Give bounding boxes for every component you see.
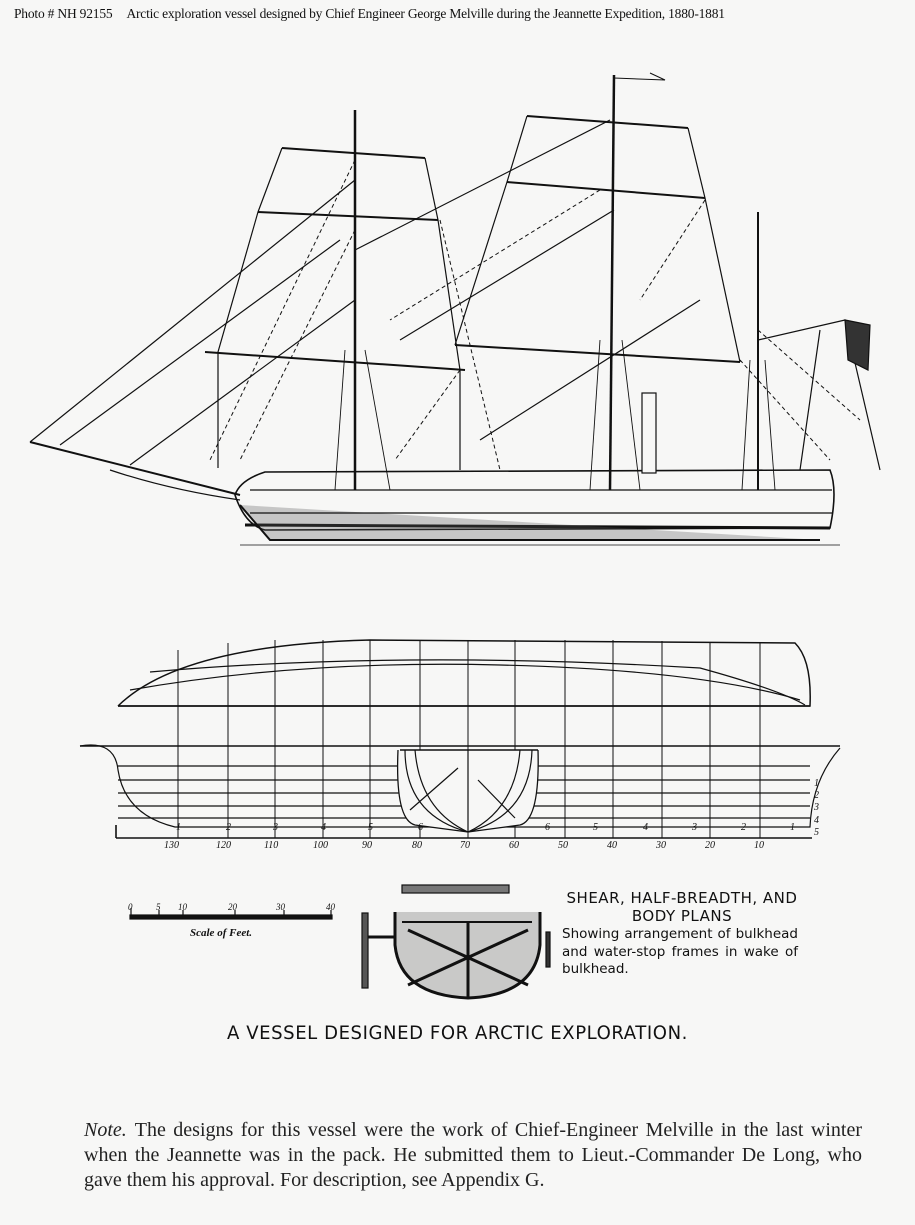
- station-number: 2: [741, 822, 746, 833]
- station-number: 4: [643, 822, 648, 833]
- note-lead: Note.: [84, 1119, 127, 1141]
- frame-number: 60: [509, 840, 519, 851]
- scale-tick: 20: [228, 902, 238, 912]
- photo-header: Photo # NH 92155 Arctic exploration vesse…: [14, 6, 739, 22]
- frame-number: 20: [705, 840, 715, 851]
- scale-label: Scale of Feet.: [190, 927, 253, 939]
- frame-number: 100: [313, 840, 328, 851]
- station-number: 3: [272, 822, 278, 833]
- frame-number: 50: [558, 840, 568, 851]
- station-number: 6: [418, 822, 423, 833]
- photo-description: Arctic exploration vessel designed by Ch…: [126, 6, 725, 21]
- scale-tick: 40: [326, 902, 336, 912]
- station-number: 5: [368, 822, 373, 833]
- figure-caption: A VESSEL DESIGNED FOR ARCTIC EXPLORATION…: [227, 1022, 688, 1044]
- frame-number: 110: [264, 840, 278, 851]
- waterline-number: 1: [814, 778, 819, 789]
- waterline-number: 4: [814, 815, 819, 826]
- plan-description: Showing arrangement of bulkhead and wate…: [562, 926, 798, 977]
- frame-number: 130: [164, 840, 179, 851]
- bulkhead-section-illustration: [361, 884, 551, 1000]
- plan-title: SHEAR, HALF-BREADTH, AND BODY PLANS: [566, 889, 798, 925]
- station-number: 4: [321, 822, 326, 833]
- scale-tick: 5: [156, 902, 161, 912]
- scale-tick: 30: [275, 902, 286, 912]
- station-number: 5: [593, 822, 598, 833]
- shear-half-breadth-plan: [79, 639, 841, 839]
- note-paragraph: Note.The designs for this vessel were th…: [84, 1118, 862, 1193]
- waterline-number: 5: [814, 827, 819, 838]
- scale-tick: 10: [178, 902, 188, 912]
- frame-number: 70: [460, 840, 470, 851]
- scale-bar: 0 5 10 20 30 40: [128, 902, 336, 920]
- station-number: 6: [545, 822, 550, 833]
- photo-id: Photo # NH 92155: [14, 6, 113, 21]
- ship-elevation-illustration: [29, 72, 881, 546]
- note-text: The designs for this vessel were the wor…: [84, 1119, 862, 1191]
- scale-tick: 0: [128, 902, 133, 912]
- station-number: 1: [176, 822, 181, 833]
- waterline-number: 3: [813, 802, 819, 813]
- waterline-number: 2: [814, 790, 819, 801]
- station-number: 2: [226, 822, 231, 833]
- station-number: 3: [691, 822, 697, 833]
- frame-number: 10: [754, 840, 764, 851]
- frame-number: 80: [412, 840, 422, 851]
- station-number: 1: [790, 822, 795, 833]
- frame-number: 90: [362, 840, 372, 851]
- frame-number: 120: [216, 840, 231, 851]
- frame-number: 30: [655, 840, 666, 851]
- frame-number: 40: [607, 840, 617, 851]
